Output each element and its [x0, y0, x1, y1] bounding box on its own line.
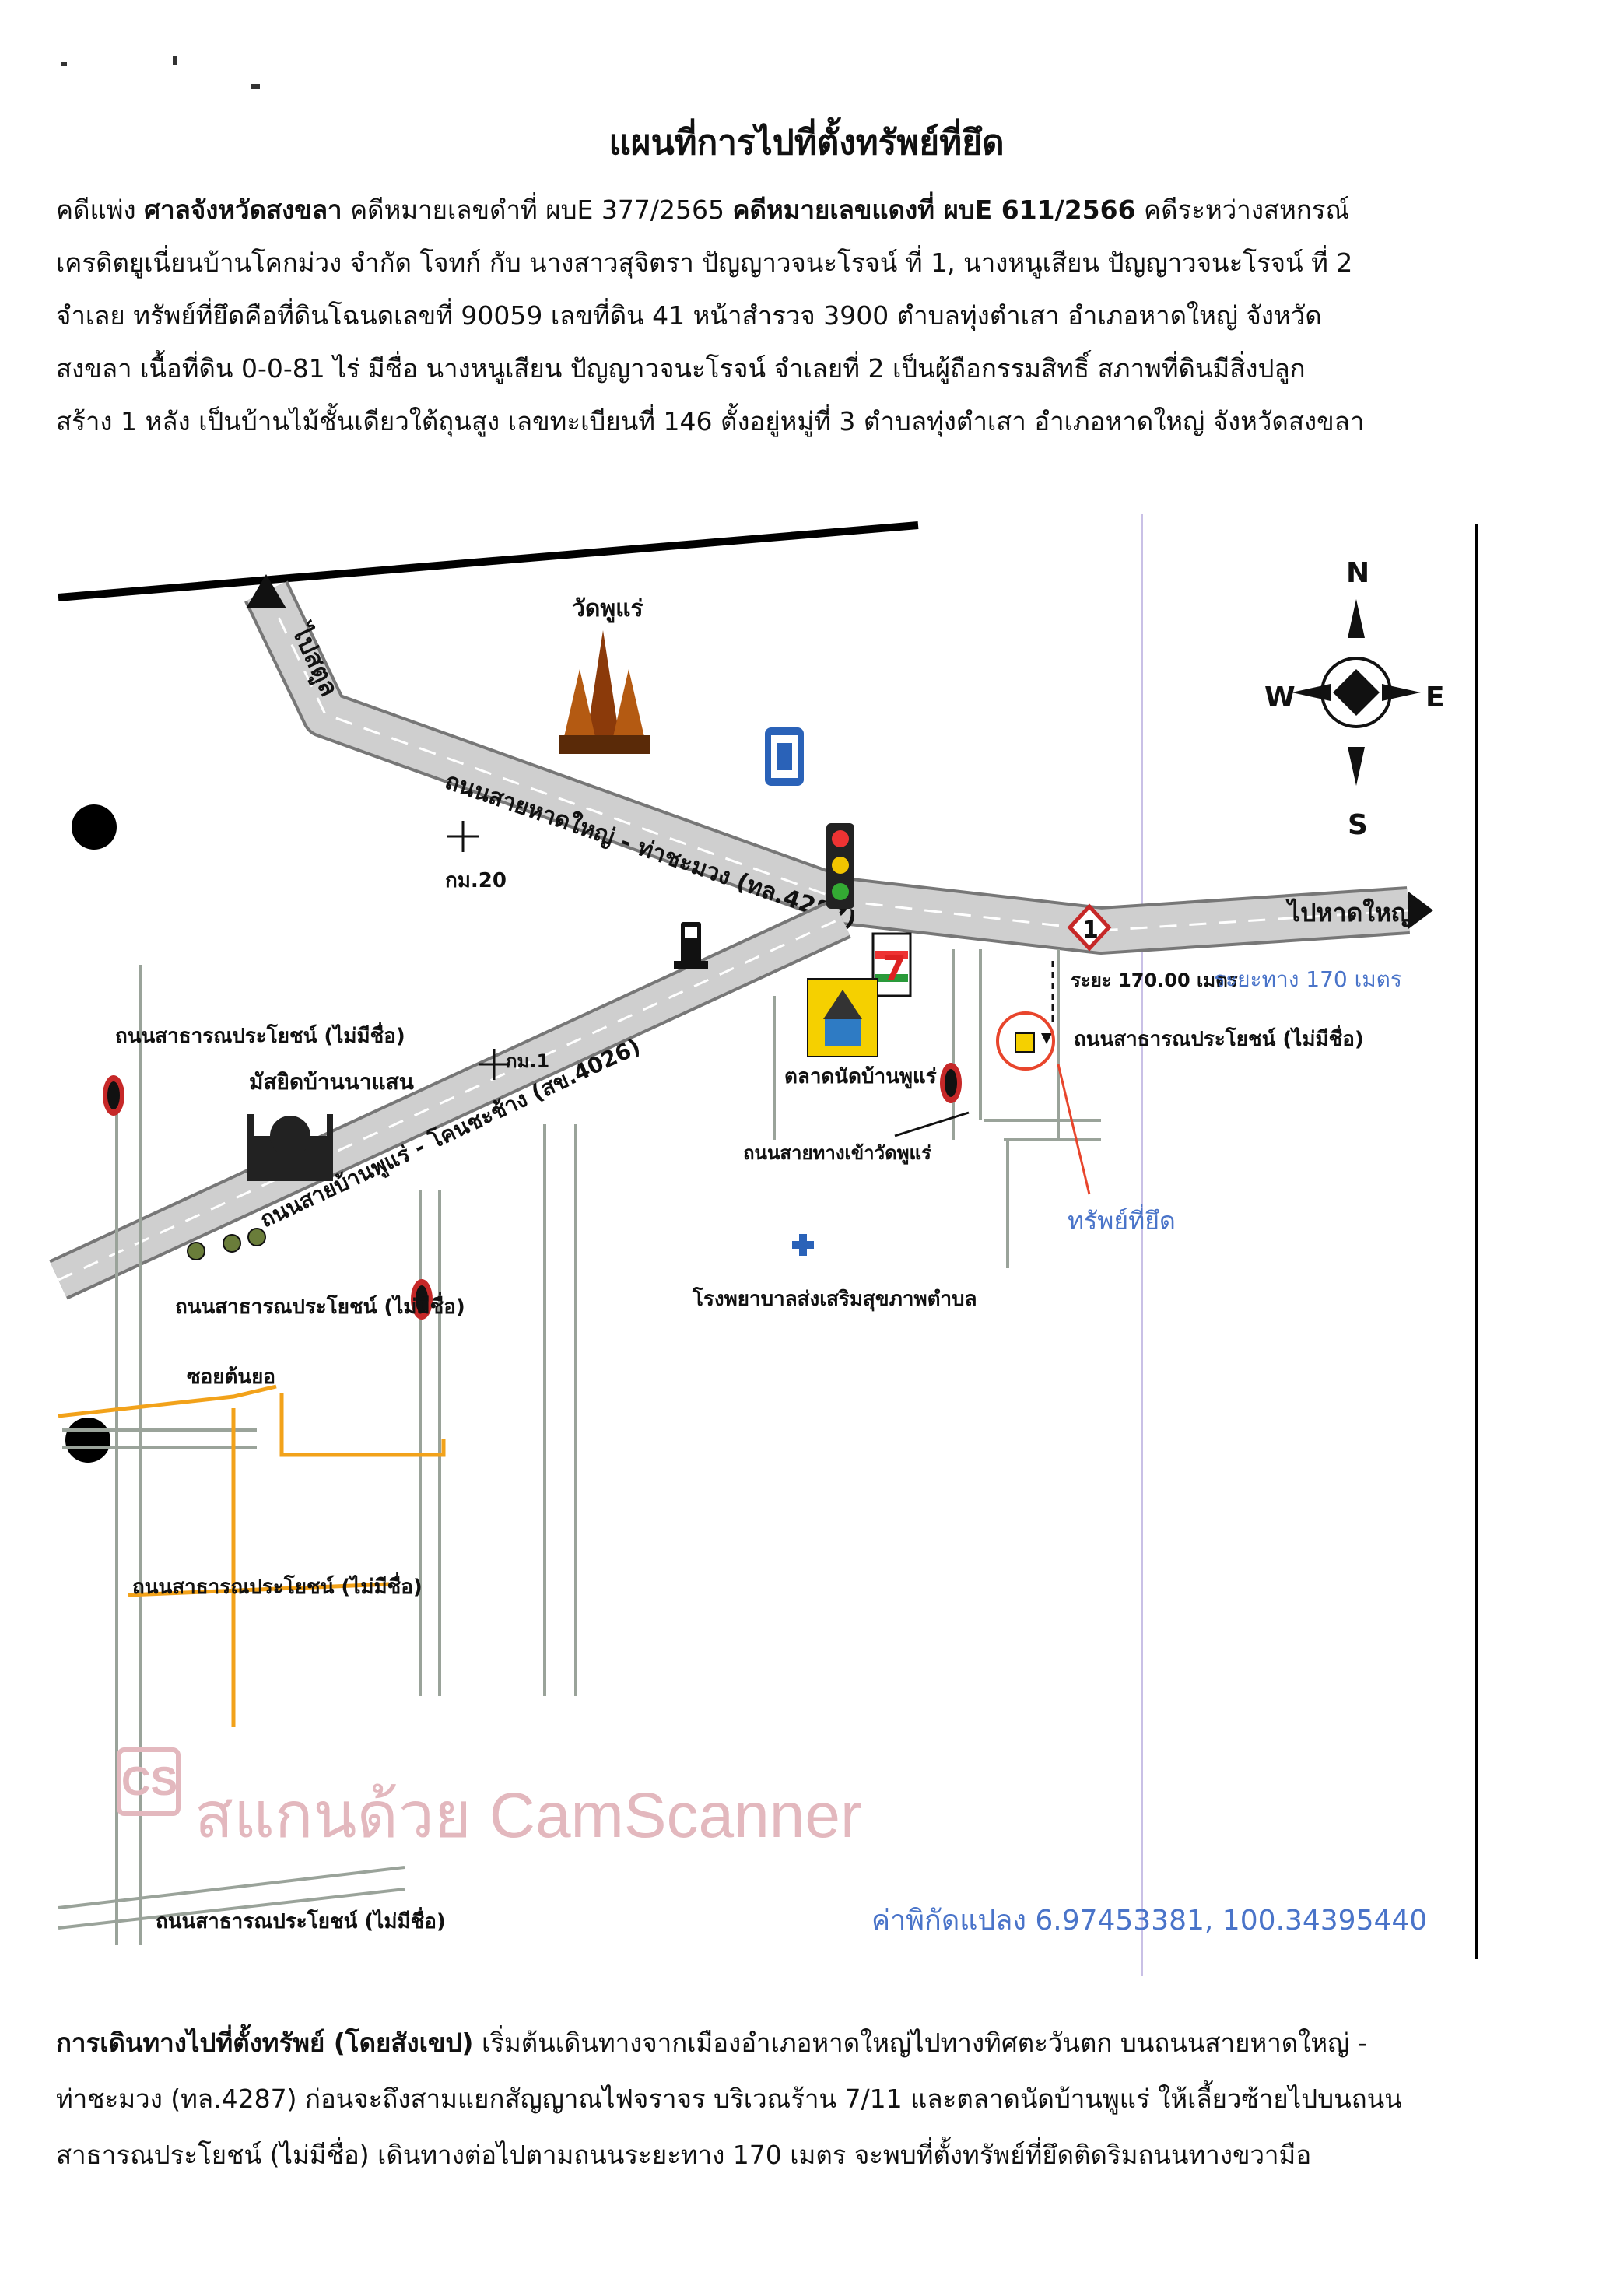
label-to-hatyai: ไปหาดใหญ่	[1285, 898, 1412, 927]
traffic-light-icon	[826, 823, 854, 909]
mosque-icon	[247, 1114, 333, 1181]
label-main-road: ถนนสายหาดใหญ่ - ท่าชะมวง (ทล.4287)	[441, 767, 860, 934]
label-mosque: มัสยิดบ้านนาแสน	[249, 1069, 414, 1095]
label-public-road-4: ถนนสาธารณประโยชน์ (ไม่มีชื่อ)	[132, 1572, 423, 1599]
label-market: ตลาดนัดบ้านพูแร่	[784, 1065, 937, 1089]
directions-paragraph: การเดินทางไปที่ตั้งทรัพย์ (โดยสังเขป) เร…	[56, 2015, 1480, 2183]
minor-roads	[58, 949, 1101, 1945]
police-station-icon	[765, 727, 804, 786]
label-temple: วัดพูแร่	[572, 595, 643, 623]
label-seized-property: ทรัพย์ที่ยึด	[1068, 1204, 1176, 1236]
case-parties-start: คดีระหว่างสหกรณ์	[1144, 195, 1350, 225]
scan-speck	[61, 62, 67, 66]
km1-marker-icon	[479, 1049, 510, 1080]
temple-icon	[559, 630, 650, 754]
marker-1-market-icon	[940, 1063, 962, 1103]
directions-line-2: ท่าชะมวง (ทล.4287) ก่อนจะถึงสามแยกสัญญาณ…	[56, 2084, 1402, 2114]
secondary-road	[49, 898, 851, 1300]
hospital-icon	[792, 1234, 814, 1256]
compass-rose-icon	[1292, 599, 1421, 786]
directions-text-1: เริ่มต้นเดินทางจากเมืองอำเภอหาดใหญ่ไปทาง…	[482, 2028, 1367, 2058]
black-case-number: คดีหมายเลขดำที่ ผบE 377/2565	[350, 195, 724, 225]
directions-heading: การเดินทางไปที่ตั้งทรัพย์ (โดยสังเขป)	[56, 2028, 474, 2058]
map-top-border	[58, 521, 919, 601]
punch-hole	[65, 1418, 110, 1463]
case-type: คดีแพ่ง	[56, 195, 136, 225]
marker-2-icon	[411, 1279, 433, 1320]
marker-1-main-icon	[1067, 903, 1112, 952]
label-coordinates: ค่าพิกัดแปลง 6.97453381, 100.34395440	[871, 1905, 1427, 1937]
case-paragraph: คดีแพ่ง ศาลจังหวัดสงขลา คดีหมายเลขดำที่ …	[56, 184, 1480, 448]
label-hospital: โรงพยาบาลส่งเสริมสุขภาพตำบล	[692, 1286, 977, 1312]
case-line-2: เครดิตยูเนี่ยนบ้านโคกม่วง จำกัด โจทก์ กั…	[56, 247, 1353, 278]
marker-1-main-label: 1	[1082, 917, 1099, 944]
label-secondary-road: ถนนสายบ้านพูแร่ - โคนชะช้าง (สข.4026)	[256, 1032, 645, 1233]
market-icon	[807, 978, 878, 1057]
compass-e: E	[1425, 682, 1445, 713]
marker-3-icon	[103, 1075, 124, 1116]
punch-hole	[72, 804, 117, 850]
directions-line-1: การเดินทางไปที่ตั้งทรัพย์ (โดยสังเขป) เร…	[56, 2015, 1480, 2071]
directions-line-3: สาธารณประโยชน์ (ไม่มีชื่อ) เดินทางต่อไปต…	[56, 2140, 1312, 2170]
label-public-road-5: ถนนสาธารณประโยชน์ (ไม่มีชื่อ)	[156, 1906, 446, 1933]
label-temple-road: ถนนสายทางเข้าวัดพูแร่	[743, 1142, 931, 1165]
label-km1: กม.1	[506, 1050, 549, 1072]
orange-roads	[58, 1384, 446, 1727]
compass-n: N	[1346, 557, 1369, 589]
property-marker-icon	[996, 1011, 1055, 1071]
label-distance-handwritten: ระยะทาง 170 เมตร	[1214, 966, 1402, 992]
gas-station-icon	[674, 922, 708, 969]
arrow-to-satun-icon	[246, 574, 286, 608]
label-soi: ซอยต้นยอ	[187, 1365, 275, 1389]
case-line-3: จำเลย ทรัพย์ที่ยึดคือที่ดินโฉนดเลขที่ 90…	[56, 300, 1322, 331]
label-public-road-2: ถนนสาธารณประโยชน์ (ไม่มีชื่อ)	[115, 1021, 405, 1048]
compass-s: S	[1348, 809, 1368, 841]
case-line-4: สงขลา เนื้อที่ดิน 0-0-81 ไร่ มีชื่อ นางห…	[56, 353, 1306, 384]
scan-speck	[173, 56, 177, 65]
camscanner-logo-icon: CS	[117, 1747, 181, 1816]
arrow-to-hatyai-icon	[1408, 892, 1433, 929]
temple-road-pointer	[894, 1111, 970, 1137]
scan-speck	[251, 84, 260, 89]
label-public-road-3: ถนนสาธารณประโยชน์ (ไม่มีชื่อ)	[175, 1292, 465, 1319]
seven-eleven-digit: 7	[882, 949, 906, 989]
case-line-1: คดีแพ่ง ศาลจังหวัดสงขลา คดีหมายเลขดำที่ …	[56, 184, 1480, 237]
km20-marker-icon	[447, 821, 479, 852]
page-title: แผนที่การไปที่ตั้งทรัพย์ที่ยึด	[608, 123, 1005, 163]
trees-icon	[187, 1228, 266, 1260]
red-case-number: คดีหมายเลขแดงที่ ผบE 611/2566	[732, 195, 1136, 225]
label-km20: กม.20	[445, 869, 507, 892]
court-name: ศาลจังหวัดสงขลา	[144, 195, 342, 225]
seven-eleven-icon	[871, 932, 912, 997]
compass-w: W	[1264, 682, 1296, 713]
label-public-road-1: ถนนสาธารณประโยชน์ (ไม่มีชื่อ)	[1074, 1024, 1364, 1051]
case-line-5: สร้าง 1 หลัง เป็นบ้านไม้ชั้นเดียวใต้ถุนส…	[56, 406, 1365, 436]
label-distance-printed: ระยะ 170.00 เมตร	[1071, 969, 1238, 991]
property-pointer-line	[1057, 1064, 1091, 1195]
location-map: ไปสตูล ไปหาดใหญ่ ถนนสายหาดใหญ่ - ท่าชะมว…	[49, 514, 1478, 1976]
camscanner-watermark: สแกนด้วย CamScanner	[195, 1780, 862, 1851]
